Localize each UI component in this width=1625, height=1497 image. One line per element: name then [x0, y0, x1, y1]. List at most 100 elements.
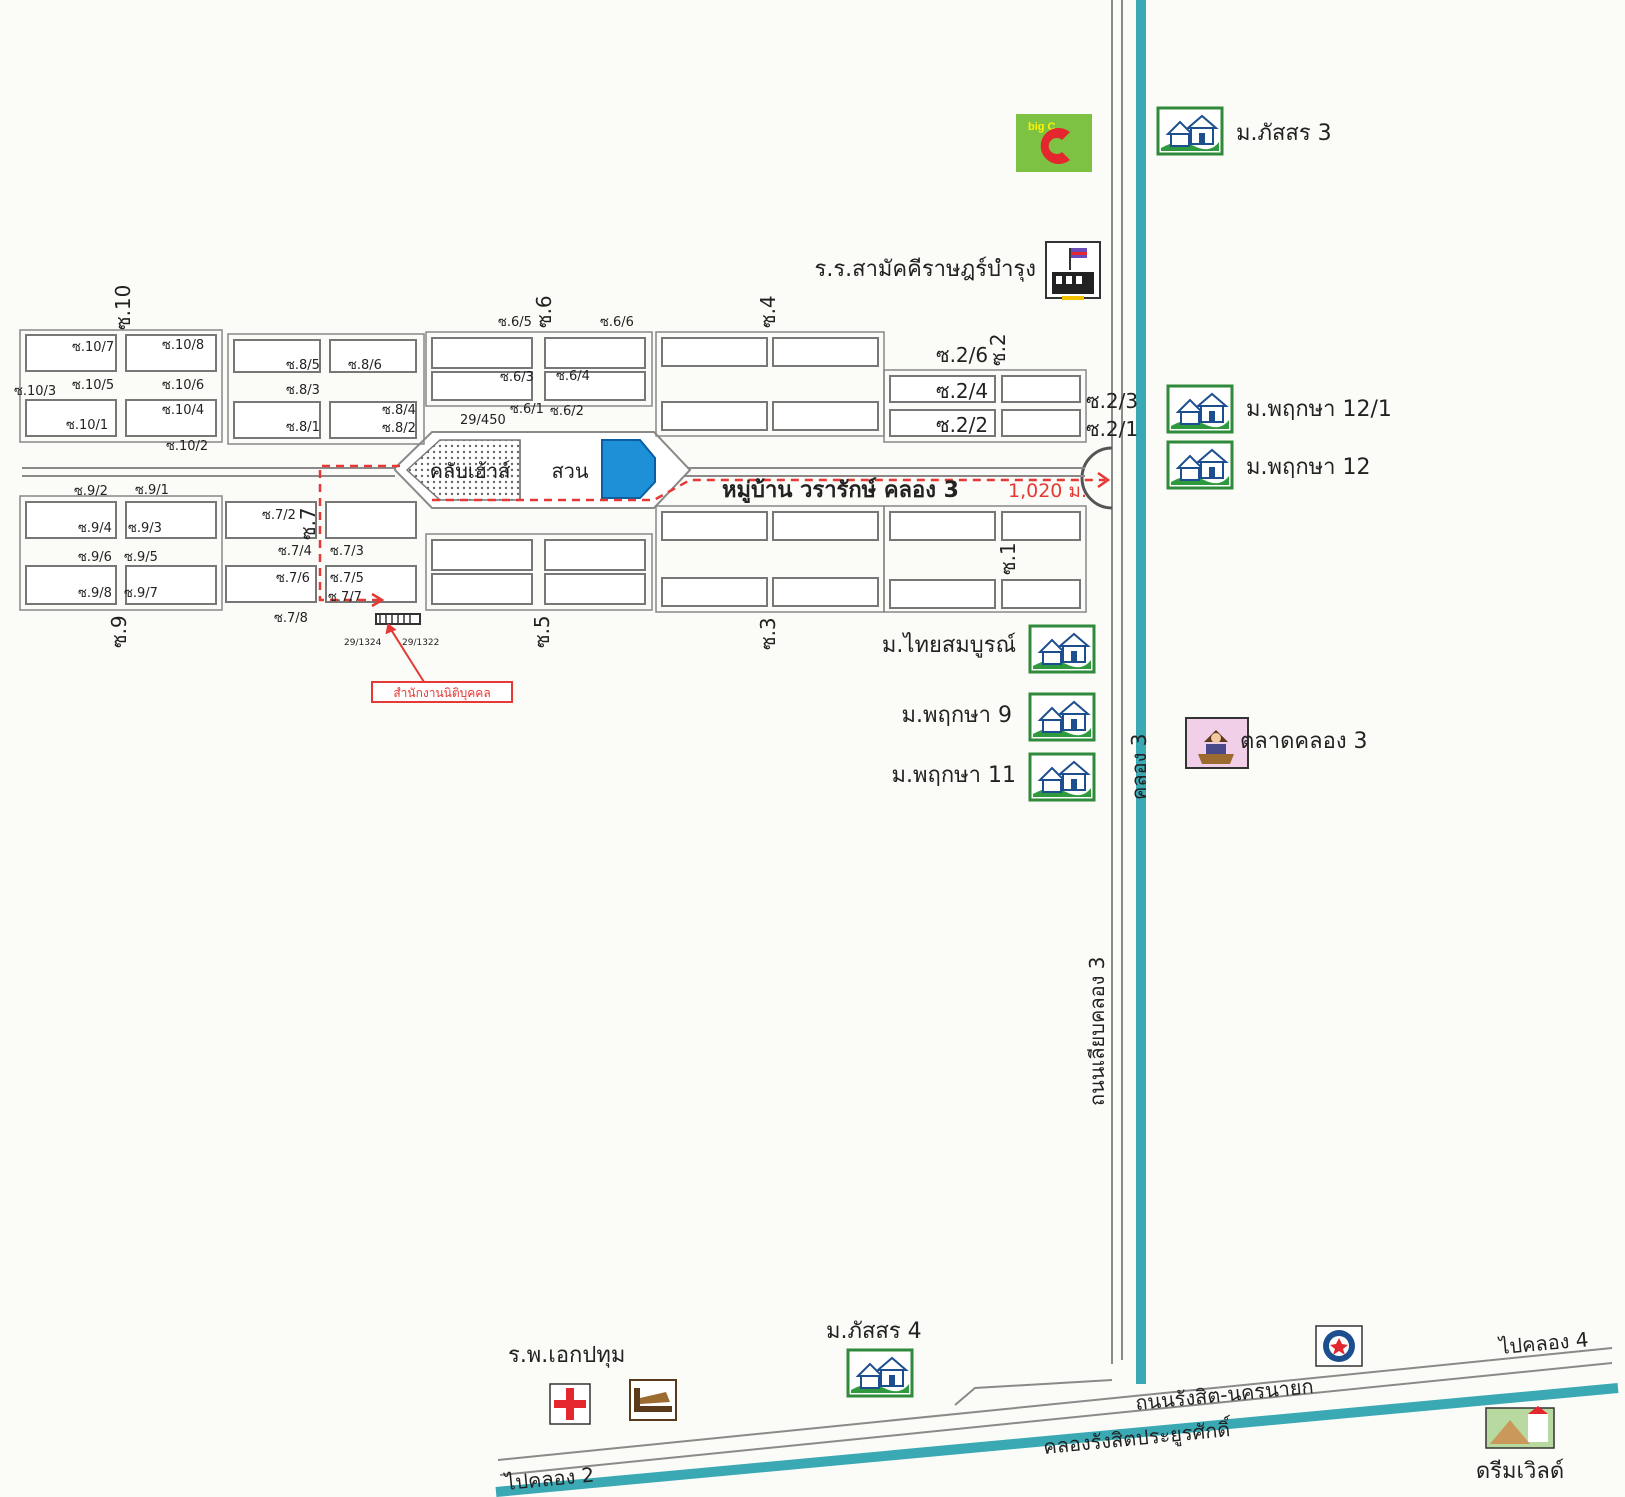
village-blocks — [19, 329, 1087, 613]
svg-text:ซ.8/5: ซ.8/5 — [286, 358, 320, 373]
road-rangsit-nakhon-nayok — [497, 1347, 1613, 1476]
road-label-rangsit-nakhon-nayok: ถนนรังสิต-นครนายก — [1134, 1374, 1314, 1415]
svg-text:ซ.7/3: ซ.7/3 — [330, 544, 364, 559]
village-passorn3-label: ม.ภัสสร 3 — [1236, 121, 1332, 146]
village-pruksa9-icon — [1028, 692, 1096, 742]
svg-text:ซ.8/2: ซ.8/2 — [382, 421, 416, 436]
svg-text:ซ.10/2: ซ.10/2 — [166, 439, 208, 454]
svg-text:ซ.10/3: ซ.10/3 — [14, 384, 56, 399]
village-passorn4-icon — [846, 1348, 914, 1398]
soi-1-label: ซ.1 — [996, 542, 1020, 575]
village-pruksa9-label: ม.พฤกษา 9 — [902, 703, 1012, 728]
svg-text:ซ.7/7: ซ.7/7 — [328, 590, 362, 605]
svg-text:ซ.6/3: ซ.6/3 — [500, 370, 534, 385]
svg-text:ซ.10/7: ซ.10/7 — [72, 340, 114, 355]
road-label-liab-khlong3: ถนนเลียบคลอง 3 — [1085, 957, 1109, 1106]
village-thaisomboon-icon — [1028, 624, 1096, 674]
svg-text:ซ.10/5: ซ.10/5 — [72, 378, 114, 393]
route-arrow-start — [371, 592, 385, 608]
village-passorn3-icon — [1156, 106, 1224, 156]
village-pruksa11-label: ม.พฤกษา 11 — [892, 763, 1016, 788]
canal-label-khlong3: คลอง 3 — [1127, 734, 1151, 801]
village-pruksa11-icon — [1028, 752, 1096, 802]
svg-text:ซ.2/2: ซ.2/2 — [936, 413, 988, 437]
soi-7-label: ซ.7 — [296, 507, 320, 540]
village-passorn4-label: ม.ภัสสร 4 — [826, 1319, 922, 1344]
svg-text:ซ.9/1: ซ.9/1 — [135, 483, 169, 498]
soi-6-label: ซ.6 — [532, 295, 556, 328]
soi-4-label: ซ.4 — [756, 295, 780, 328]
svg-text:ซ.7/5: ซ.7/5 — [330, 571, 364, 586]
svg-text:ซ.6/5: ซ.6/5 — [498, 315, 532, 330]
svg-text:ซ.10/6: ซ.10/6 — [162, 378, 204, 393]
village-pruksa12-label: ม.พฤกษา 12 — [1246, 455, 1370, 480]
hospital-label: ร.พ.เอกปทุม — [508, 1343, 625, 1368]
canal-label-rangsit: คลองรังสิตประยูรศักดิ์ — [1042, 1414, 1234, 1460]
svg-text:ซ.9/7: ซ.9/7 — [124, 586, 158, 601]
village-name: หมู่บ้าน วรารักษ์ คลอง 3 — [722, 477, 959, 504]
svg-text:ซ.8/3: ซ.8/3 — [286, 383, 320, 398]
svg-text:ซ.9/5: ซ.9/5 — [124, 550, 158, 565]
svg-text:ซ.9/2: ซ.9/2 — [74, 484, 108, 499]
svg-text:ซ.6/1: ซ.6/1 — [510, 402, 544, 417]
village-pruksa12-1-icon — [1166, 384, 1234, 434]
market-icon — [1185, 717, 1249, 769]
hospital-icon — [549, 1383, 591, 1425]
village-pruksa12-icon — [1166, 440, 1234, 490]
svg-text:ซ.6/2: ซ.6/2 — [550, 404, 584, 419]
sub-soi-labels: ซ.10/7 ซ.10/8 ซ.10/3 ซ.10/5 ซ.10/6 ซ.10/… — [14, 315, 1138, 626]
house-number-29-1324: 29/1324 — [344, 638, 382, 648]
svg-text:ซ.8/6: ซ.8/6 — [348, 358, 382, 373]
svg-text:ซ.2/4: ซ.2/4 — [936, 379, 988, 403]
soi-9-label: ซ.9 — [107, 615, 131, 648]
soi-10-label: ซ.10 — [111, 285, 135, 330]
svg-text:ซ.2/6: ซ.2/6 — [936, 343, 988, 367]
road-connector — [954, 1379, 1113, 1406]
park-label: สวน — [551, 459, 588, 483]
svg-text:big C: big C — [1028, 121, 1056, 133]
road-liab-khlong3 — [1111, 0, 1123, 1364]
svg-text:ซ.9/8: ซ.9/8 — [78, 586, 112, 601]
village-main-road — [22, 467, 1085, 477]
route-arrow — [1097, 471, 1111, 489]
svg-text:ซ.6/6: ซ.6/6 — [600, 315, 634, 330]
svg-text:ซ.8/1: ซ.8/1 — [286, 420, 320, 435]
route-path — [318, 464, 1105, 602]
svg-text:ซ.7/8: ซ.7/8 — [274, 611, 308, 626]
soi-3-label: ซ.3 — [756, 617, 780, 650]
dreamworld-label: ดรีมเวิลด์ — [1476, 1459, 1564, 1484]
pond — [601, 439, 656, 499]
direction-khlong4: ไปคลอง 4 — [1496, 1327, 1589, 1359]
hotel-bed-icon — [629, 1379, 677, 1421]
soi-5-label: ซ.5 — [530, 615, 554, 648]
svg-text:ซ.2/3: ซ.2/3 — [1086, 389, 1138, 413]
direction-khlong2: ไปคลอง 2 — [502, 1463, 595, 1496]
svg-text:ซ.10/8: ซ.10/8 — [162, 338, 204, 353]
village-thaisomboon-label: ม.ไทยสมบูรณ์ — [882, 632, 1016, 658]
svg-text:ซ.7/2: ซ.7/2 — [262, 508, 296, 523]
route-distance: 1,020 ม. — [1008, 480, 1087, 502]
village-pruksa12-1-label: ม.พฤกษา 12/1 — [1246, 397, 1392, 422]
house-number-29-450: 29/450 — [460, 413, 506, 428]
svg-text:ซ.7/6: ซ.7/6 — [276, 571, 310, 586]
clubhouse-label: คลับเฮ้าส์ — [430, 459, 511, 483]
svg-text:ซ.9/3: ซ.9/3 — [128, 521, 162, 536]
svg-text:ซ.9/4: ซ.9/4 — [78, 521, 112, 536]
svg-text:ซ.10/1: ซ.10/1 — [66, 418, 108, 433]
roundabout — [1080, 446, 1113, 510]
svg-text:ซ.10/4: ซ.10/4 — [162, 403, 204, 418]
dreamworld-icon — [1485, 1406, 1555, 1449]
office-label: สำนักงานนิติบุคคล — [393, 686, 490, 701]
svg-text:ซ.2/1: ซ.2/1 — [1086, 417, 1138, 441]
house-number-29-1322: 29/1322 — [402, 638, 439, 648]
svg-text:ซ.7/4: ซ.7/4 — [278, 544, 312, 559]
gas-station-icon — [1315, 1325, 1363, 1367]
svg-text:ซ.8/4: ซ.8/4 — [382, 403, 416, 418]
office-label-box — [371, 681, 513, 703]
svg-text:ซ.9/6: ซ.9/6 — [78, 550, 112, 565]
soi-2-label: ซ.2 — [986, 333, 1010, 366]
canal-rangsit — [495, 1383, 1619, 1497]
school-icon — [1045, 241, 1101, 300]
market-label: ตลาดคลอง 3 — [1240, 729, 1368, 754]
